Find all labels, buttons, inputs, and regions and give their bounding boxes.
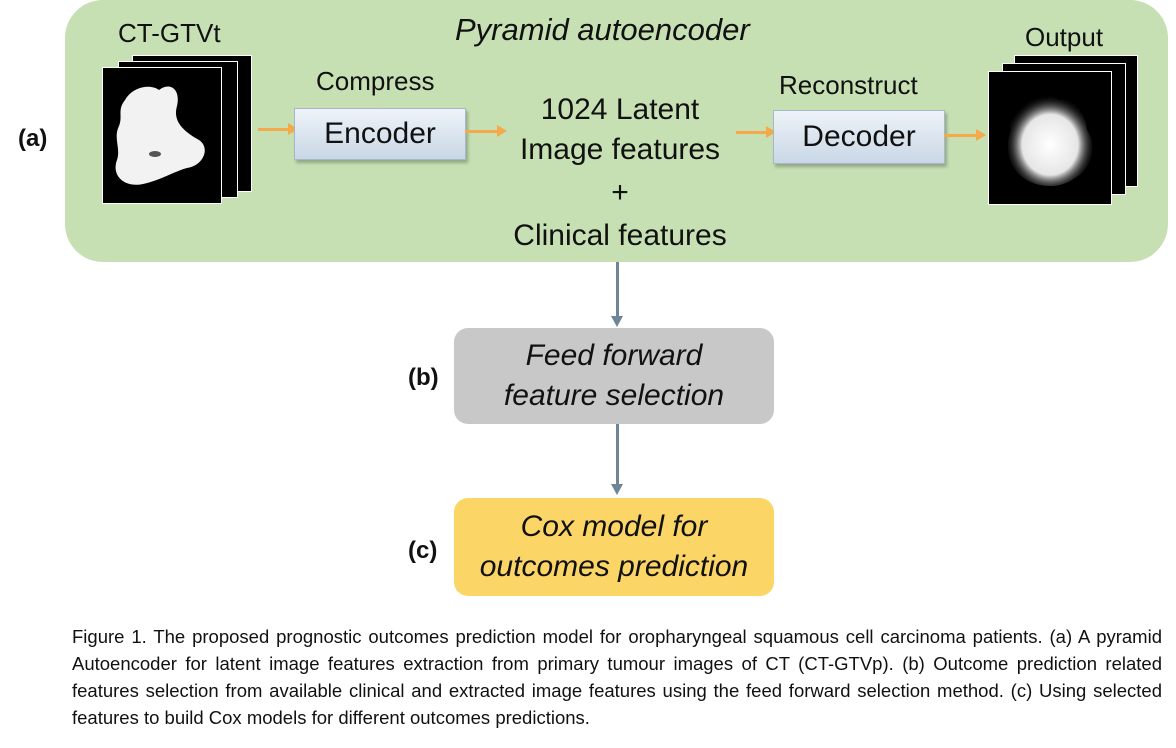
input-image-stack [100,55,260,205]
compress-label: Compress [316,66,435,96]
clinical-features: Clinical features [513,219,727,252]
cox-model-line2: outcomes prediction [479,550,749,583]
output-label: Output [1025,22,1104,52]
latent-features-text: 1024 Latent Image features + Clinical fe… [500,90,740,256]
arrow-b-to-c [611,424,623,495]
autoencoder-title: Pyramid autoencoder [455,12,750,47]
arrow-latent-to-decoder [736,126,776,138]
output-tumour-image [988,71,1112,205]
input-label: CT-GTVt [118,18,221,48]
panel-b-label: (b) [408,364,439,391]
arrow-encoder-to-latent [465,125,507,137]
input-tumour-image [102,67,222,204]
cox-model-line1: Cox model for [520,510,708,543]
latent-line1: 1024 Latent [540,93,700,126]
encoder-box: Encoder [294,108,466,160]
decoder-box: Decoder [773,110,945,164]
feature-selection-box: Feed forward feature selection [454,328,774,424]
arrow-decoder-to-output [944,129,986,141]
feature-selection-line1: Feed forward [525,339,703,372]
arrow-a-to-b [611,262,623,327]
feature-selection-line2: feature selection [503,379,725,412]
output-image-stack [988,55,1148,210]
figure-caption: Figure 1. The proposed prognostic outcom… [72,626,1162,728]
arrow-input-to-encoder [258,123,298,135]
latent-line2: Image features [519,133,721,166]
plus-sign: + [611,176,629,209]
reconstruct-label: Reconstruct [779,70,918,100]
panel-a-label: (a) [18,125,48,152]
cox-model-box: Cox model for outcomes prediction [454,498,774,596]
panel-c-label: (c) [408,537,438,564]
